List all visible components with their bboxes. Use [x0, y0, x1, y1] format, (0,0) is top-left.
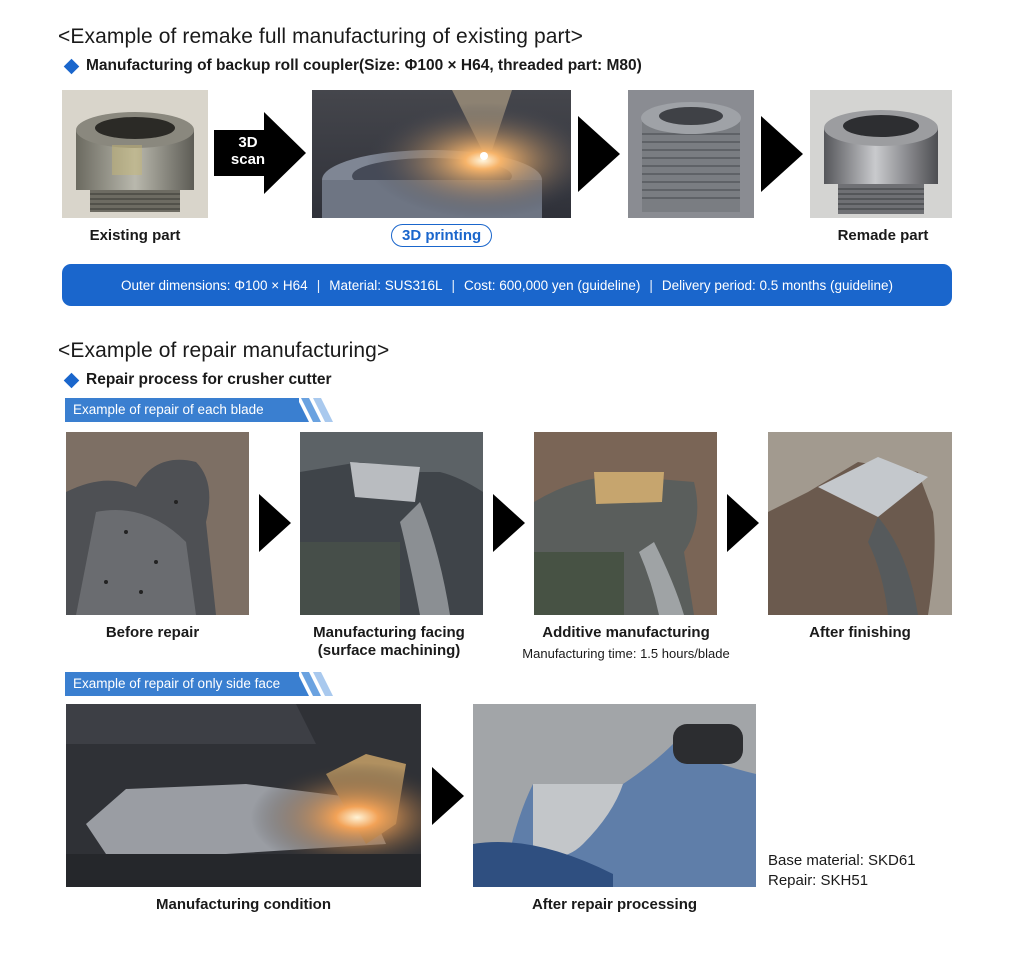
caption-existing-part: Existing part — [89, 227, 181, 244]
after-repair-processing-photo — [473, 704, 756, 887]
spec-delivery: Delivery period: 0.5 months (guideline) — [661, 277, 894, 293]
3d-scan-arrow: 3D scan — [214, 112, 306, 194]
section1-title: <Example of remake full manufacturing of… — [58, 25, 583, 48]
after-finishing-photo — [768, 432, 952, 615]
3d-printing-photo — [312, 90, 571, 218]
process-arrow-icon — [259, 494, 291, 552]
caption-manufacturing-condition: Manufacturing condition — [156, 896, 331, 913]
section2-subtitle: Repair process for crusher cutter — [86, 371, 332, 388]
specs-band: Outer dimensions: Φ100 × H64 | Material:… — [62, 264, 952, 306]
caption-manufacturing-facing: Manufacturing facing (surface machining) — [313, 624, 465, 659]
diamond-bullet-icon — [63, 372, 80, 388]
process-arrow-icon — [761, 116, 803, 192]
printed-part-photo — [628, 90, 754, 218]
blade-repair-label: Example of repair of each blade — [65, 398, 299, 422]
existing-part-photo — [62, 90, 208, 218]
section2-subtitle-row: Repair process for crusher cutter — [62, 371, 332, 389]
caption-remade-part: Remade part — [837, 227, 929, 244]
side-face-repair-label: Example of repair of only side face — [65, 672, 299, 696]
caption-3d-printing: 3D printing — [391, 224, 493, 247]
process-arrow-icon — [493, 494, 525, 552]
manufacturing-condition-photo — [66, 704, 421, 887]
caption-before-repair: Before repair — [105, 624, 200, 641]
process-arrow-icon — [578, 116, 620, 192]
label-stripes-icon — [287, 398, 333, 422]
spec-separator: | — [451, 277, 456, 293]
spec-separator: | — [649, 277, 653, 293]
additive-manufacturing-photo — [534, 432, 717, 615]
process-arrow-icon — [727, 494, 759, 552]
spec-material: Material: SUS316L — [329, 277, 443, 293]
caption-additive-manufacturing: Additive manufacturing — [542, 624, 710, 641]
diamond-bullet-icon — [63, 58, 80, 74]
caption-after-finishing: After finishing — [809, 624, 911, 641]
before-repair-photo — [66, 432, 249, 615]
facing-photo — [300, 432, 483, 615]
process-arrow-icon — [432, 767, 464, 825]
label-stripes-icon — [287, 672, 333, 696]
3d-scan-label: 3D scan — [230, 134, 266, 168]
repair-material-text: Repair: SKH51 — [768, 872, 869, 889]
remade-part-photo — [810, 90, 952, 218]
spec-cost: Cost: 600,000 yen (guideline) — [464, 277, 641, 293]
section2-title: <Example of repair manufacturing> — [58, 339, 390, 362]
manufacturing-time-note: Manufacturing time: 1.5 hours/blade — [522, 646, 730, 661]
spec-dimensions: Outer dimensions: Φ100 × H64 — [120, 277, 308, 293]
base-material-text: Base material: SKD61 — [768, 852, 916, 869]
caption-after-repair-processing: After repair processing — [531, 896, 698, 913]
spec-separator: | — [316, 277, 321, 293]
materials-note: Base material: SKD61 Repair: SKH51 — [768, 851, 916, 891]
section1-subtitle: Manufacturing of backup roll coupler(Siz… — [86, 57, 642, 74]
section1-subtitle-row: Manufacturing of backup roll coupler(Siz… — [62, 57, 642, 75]
